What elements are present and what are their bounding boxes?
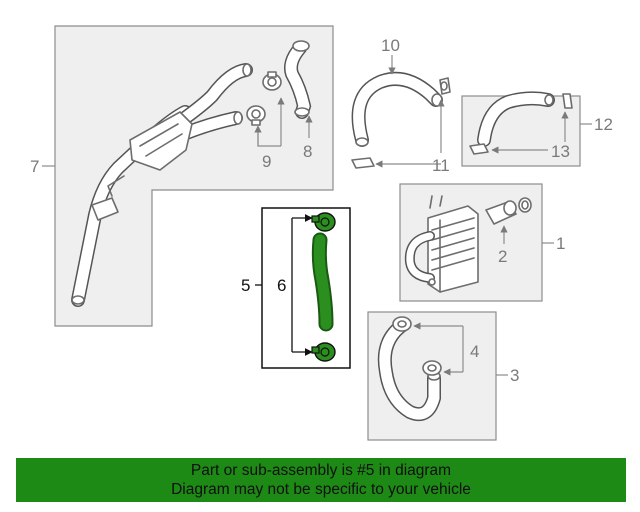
- seal-ring: [518, 197, 532, 213]
- clamp-4-top: [392, 316, 412, 332]
- clamp-6-top: [311, 212, 336, 232]
- callout-5: 5: [241, 276, 250, 295]
- panel-hose-12: [461, 91, 592, 167]
- clamp-6-bottom: [311, 342, 336, 362]
- group-hose-10: [351, 55, 451, 169]
- callout-2: 2: [498, 247, 507, 266]
- callout-13: 13: [551, 142, 570, 161]
- callout-3: 3: [510, 366, 519, 385]
- banner-line-2: Diagram may not be specific to your vehi…: [171, 481, 471, 498]
- sub-assembly-banner: Part or sub-assembly is #5 in diagram Di…: [16, 458, 626, 502]
- clamp-9-top: [262, 71, 282, 91]
- callout-10: 10: [381, 36, 400, 55]
- banner-line-1: Part or sub-assembly is #5 in diagram: [190, 462, 452, 479]
- callout-11: 11: [432, 156, 450, 175]
- callout-4: 4: [470, 342, 479, 361]
- hose-8: [284, 40, 312, 119]
- clamp-11-top: [439, 77, 451, 95]
- clamp-11-bottom: [351, 157, 375, 169]
- panel-hose-5: [255, 207, 351, 369]
- filler-pipe-drawing: [71, 63, 253, 307]
- callout-9: 9: [262, 152, 271, 171]
- clamp-4-bottom: [422, 360, 442, 376]
- panel-hose-3: [367, 311, 508, 441]
- clamp-9-bottom: [246, 105, 266, 126]
- oil-cooler-drawing: [404, 195, 479, 293]
- callout-7: 7: [30, 157, 39, 176]
- adapter-2: [485, 200, 517, 225]
- panel-filler-pipe: [42, 25, 334, 327]
- callout-1: 1: [556, 234, 565, 253]
- panel-oil-cooler: [399, 183, 554, 302]
- callout-12: 12: [594, 115, 613, 134]
- callout-8: 8: [303, 142, 312, 161]
- callout-6: 6: [277, 276, 286, 295]
